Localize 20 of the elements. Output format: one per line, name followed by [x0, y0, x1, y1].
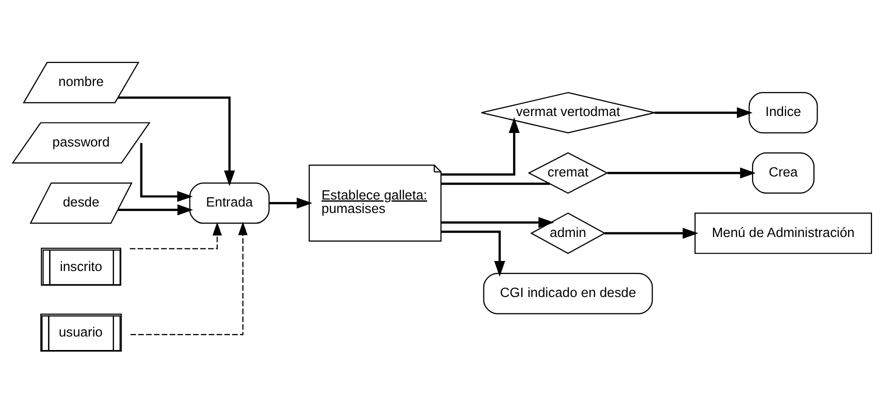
arrow — [440, 117, 520, 176]
node-box: Crea — [752, 152, 815, 194]
node-box: Indice — [748, 92, 818, 134]
connector — [442, 182, 550, 185]
arrow — [654, 107, 753, 118]
arrow — [118, 204, 194, 216]
node-box: Entrada — [189, 182, 270, 224]
arrow — [604, 228, 698, 239]
arrow — [269, 198, 312, 209]
node-box: CGI indicado en desde — [483, 272, 653, 314]
arrow — [130, 222, 222, 250]
arrow — [442, 217, 554, 228]
arrow — [130, 222, 248, 336]
node-diamond: cremat — [528, 152, 608, 194]
arrow — [140, 143, 193, 202]
node-box: Menú de Administración — [694, 212, 872, 254]
arrow — [608, 168, 756, 178]
node-diamond: admin — [530, 212, 606, 254]
arrow — [118, 96, 235, 186]
arrow — [441, 230, 506, 277]
